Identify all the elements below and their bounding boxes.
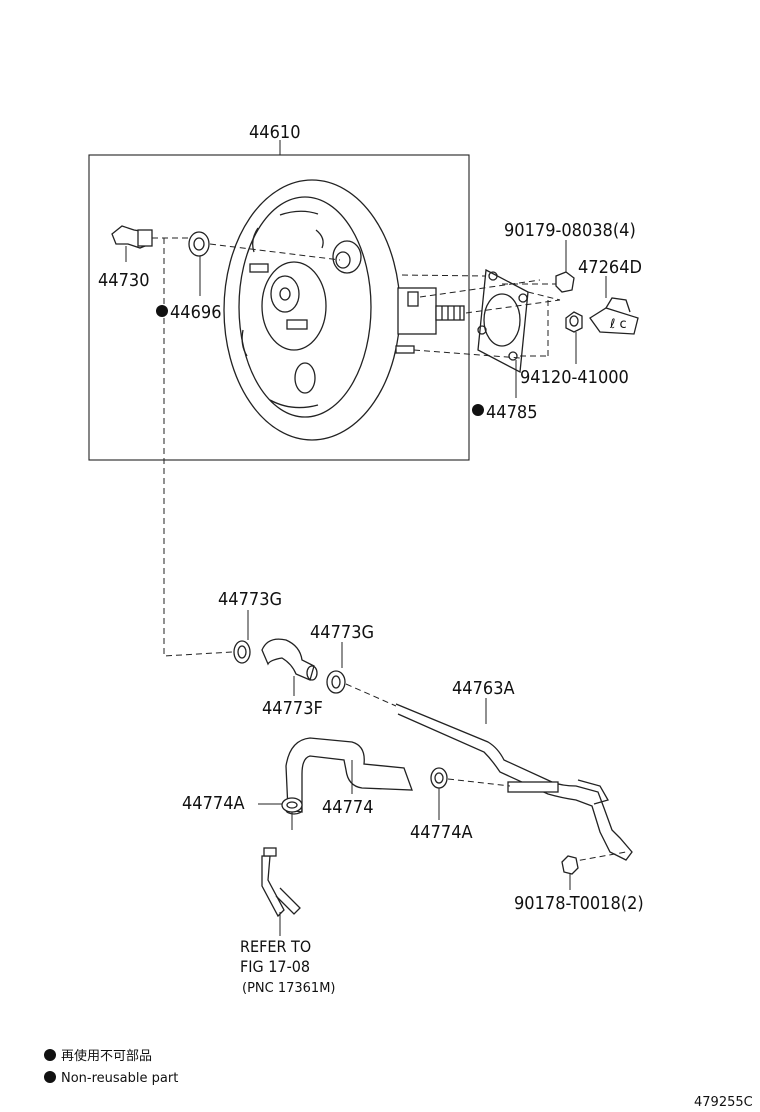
grommet-illustration[interactable] xyxy=(188,231,210,257)
svg-text:ℓ c: ℓ c xyxy=(609,317,627,332)
check-valve-union-illustration[interactable] xyxy=(111,225,153,249)
reference-line-3: (PNC 17361M) xyxy=(242,981,336,996)
reference-pipe-illustration[interactable] xyxy=(261,847,301,918)
label-bolt: 90179-08038(4) xyxy=(504,220,636,241)
legend-marker-2 xyxy=(44,1071,56,1083)
reference-line-2: FIG 17-08 xyxy=(240,957,310,976)
label-nut: 90178-T0018(2) xyxy=(514,893,644,914)
vacuum-pipe-illustration[interactable] xyxy=(395,703,633,861)
label-booster-assy: 44610 xyxy=(249,122,301,143)
label-check-valve-union: 44730 xyxy=(98,270,150,291)
label-clamp-g-2: 44773G xyxy=(310,622,374,643)
label-bracket: 47264D xyxy=(578,257,642,278)
hose-f-illustration[interactable] xyxy=(261,638,318,681)
clamp-a-2-illustration[interactable] xyxy=(430,767,448,789)
label-clip: 94120-41000 xyxy=(520,367,629,388)
gasket-illustration[interactable] xyxy=(477,268,529,374)
label-vacuum-pipe: 44763A xyxy=(452,678,515,699)
clamp-g-1-illustration[interactable] xyxy=(233,640,251,664)
brake-booster-illustration[interactable] xyxy=(223,179,465,441)
label-hose-f: 44773F xyxy=(262,698,323,719)
legend-item-2: Non-reusable part xyxy=(61,1071,178,1086)
reference-line-1: REFER TO xyxy=(240,937,311,956)
label-clamp-g-1: 44773G xyxy=(218,589,282,610)
label-gasket: 44785 xyxy=(486,402,538,423)
clamp-a-1-illustration[interactable] xyxy=(281,797,303,813)
legend-marker-1 xyxy=(44,1049,56,1061)
nut-illustration[interactable] xyxy=(561,855,579,875)
illustration-id: 479255C xyxy=(694,1095,753,1110)
bolt-nut-illustration[interactable] xyxy=(555,271,575,293)
non-reusable-marker-gasket xyxy=(472,404,484,416)
clip-illustration[interactable] xyxy=(565,311,583,333)
non-reusable-marker-grommet xyxy=(156,305,168,317)
legend-item-1: 再使用不可部品 xyxy=(61,1048,152,1064)
booster-assembly-frame xyxy=(88,154,470,461)
label-hose: 44774 xyxy=(322,797,374,818)
clamp-g-2-illustration[interactable] xyxy=(326,670,346,694)
label-clamp-a-2: 44774A xyxy=(410,822,473,843)
label-clamp-a-1: 44774A xyxy=(182,793,245,814)
bracket-illustration[interactable]: ℓ c xyxy=(589,297,639,335)
label-grommet: 44696 xyxy=(170,302,222,323)
